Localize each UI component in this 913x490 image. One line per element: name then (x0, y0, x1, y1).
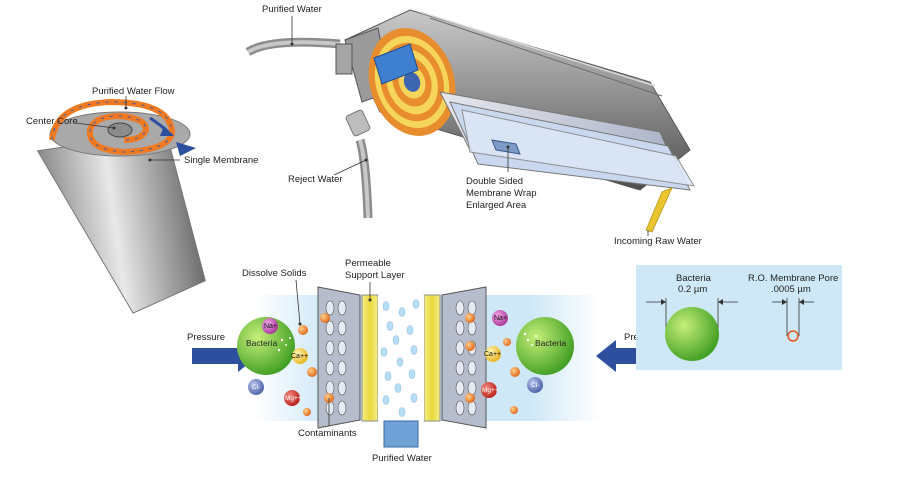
ion-cl-right (527, 377, 543, 393)
label-dissolve-solids: Dissolve Solids (242, 268, 307, 279)
label-membrane-wrap-2: Membrane Wrap (466, 188, 537, 199)
ion-mg-left (284, 390, 300, 406)
support-layer-right (423, 294, 441, 422)
flow-arrow-1 (176, 142, 196, 156)
comparison-pore-label: R.O. Membrane Pore (748, 273, 838, 284)
ion-cl-left (248, 379, 264, 395)
incoming-raw-water-stream (645, 187, 673, 233)
ion-label-ca-right: Ca++ (484, 351, 501, 358)
label-bacteria-left: Bacteria (246, 338, 277, 348)
label-reject-water: Reject Water (288, 174, 343, 185)
label-support-layer: Support Layer (345, 270, 405, 281)
ion-na-right (492, 310, 508, 326)
membrane-cross-section (192, 286, 662, 448)
label-pressure-left: Pressure (187, 332, 225, 343)
ion-label-cl-left: Cl- (252, 384, 260, 391)
label-membrane-wrap-1: Double Sided (466, 176, 523, 187)
ion-mg-right (481, 382, 497, 398)
support-layer-left (361, 294, 379, 422)
ion-ca-right (485, 346, 501, 362)
ion-ca-left (292, 348, 308, 364)
comparison-pore-size: .0005 µm (771, 284, 811, 295)
label-permeable: Permeable (345, 258, 391, 269)
ion-label-na-left: Na+ (264, 323, 277, 330)
purified-water-fitting (335, 43, 353, 75)
label-bacteria-right: Bacteria (535, 338, 566, 348)
label-membrane-wrap-3: Enlarged Area (466, 200, 527, 211)
comparison-background (636, 265, 842, 370)
label-purified-water-flow: Purified Water Flow (92, 86, 175, 97)
bacteria-left (237, 317, 295, 375)
dissolve-solids-dots (277, 332, 537, 352)
water-droplets (380, 299, 420, 417)
ion-label-ca-left: Ca++ (291, 353, 308, 360)
bacteria-right (516, 317, 574, 375)
ion-na-left (262, 318, 278, 334)
contaminants (298, 313, 520, 416)
pores-left (325, 300, 347, 416)
bacteria-size-circle (665, 307, 719, 361)
ion-label-mg-right: Mg++ (482, 387, 499, 394)
ion-label-cl-right: Cl- (531, 382, 539, 389)
comparison-bacteria-label: Bacteria (676, 273, 712, 284)
label-purified-water: Purified Water (262, 4, 322, 15)
enlarged-area-marker (491, 139, 521, 155)
spiral-membrane-cylinder (36, 98, 206, 314)
label-incoming-raw-water: Incoming Raw Water (614, 236, 702, 247)
label-single-membrane: Single Membrane (184, 155, 258, 166)
membrane-panel-bottom (461, 109, 695, 187)
ion-label-mg-left: Mg++ (285, 395, 302, 402)
label-purified-water-bottom: Purified Water (372, 453, 432, 464)
label-center-core: Center Core (26, 116, 78, 127)
label-contaminants: Contaminants (298, 428, 357, 439)
comparison-bacteria-size: 0.2 µm (678, 284, 707, 295)
size-comparison-panel (636, 265, 842, 370)
center-core-tube (373, 43, 419, 85)
ion-label-na-right: Na+ (494, 315, 507, 322)
pores-right (455, 300, 477, 416)
center-core (107, 122, 133, 138)
membrane-cartridge (245, 9, 695, 233)
reject-elbow-fitting (345, 109, 371, 137)
pore-size-circle (787, 330, 799, 342)
purified-water-outlet (383, 420, 419, 448)
